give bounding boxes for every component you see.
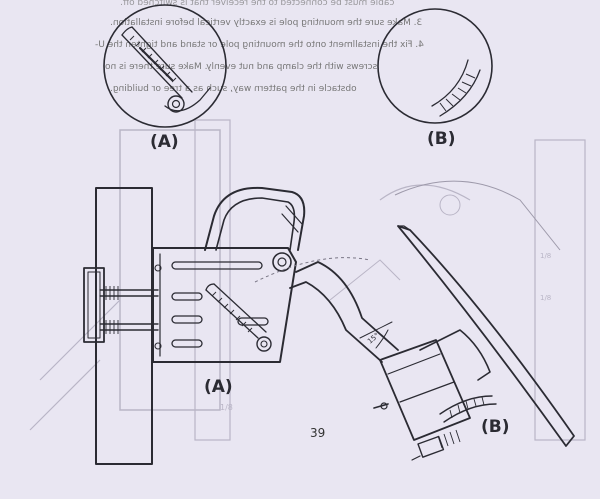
inset-circle-b [377, 8, 493, 124]
main-b-label: (B) [481, 417, 510, 437]
ghost-drawing: 1/8 1/8 1/8 [29, 119, 586, 441]
main-diagram-a: 15° [83, 186, 399, 465]
inset-b-label: (B) [427, 129, 456, 149]
inset-circle-a [103, 4, 227, 128]
main-a-label: (A) [204, 377, 233, 397]
page-number: 39 [310, 426, 326, 440]
svg-text:1/8: 1/8 [220, 403, 233, 412]
main-diagram-b [373, 180, 575, 461]
inset-a-label: (A) [150, 132, 179, 152]
svg-text:1/8: 1/8 [540, 294, 551, 302]
svg-text:1/8: 1/8 [540, 252, 551, 260]
